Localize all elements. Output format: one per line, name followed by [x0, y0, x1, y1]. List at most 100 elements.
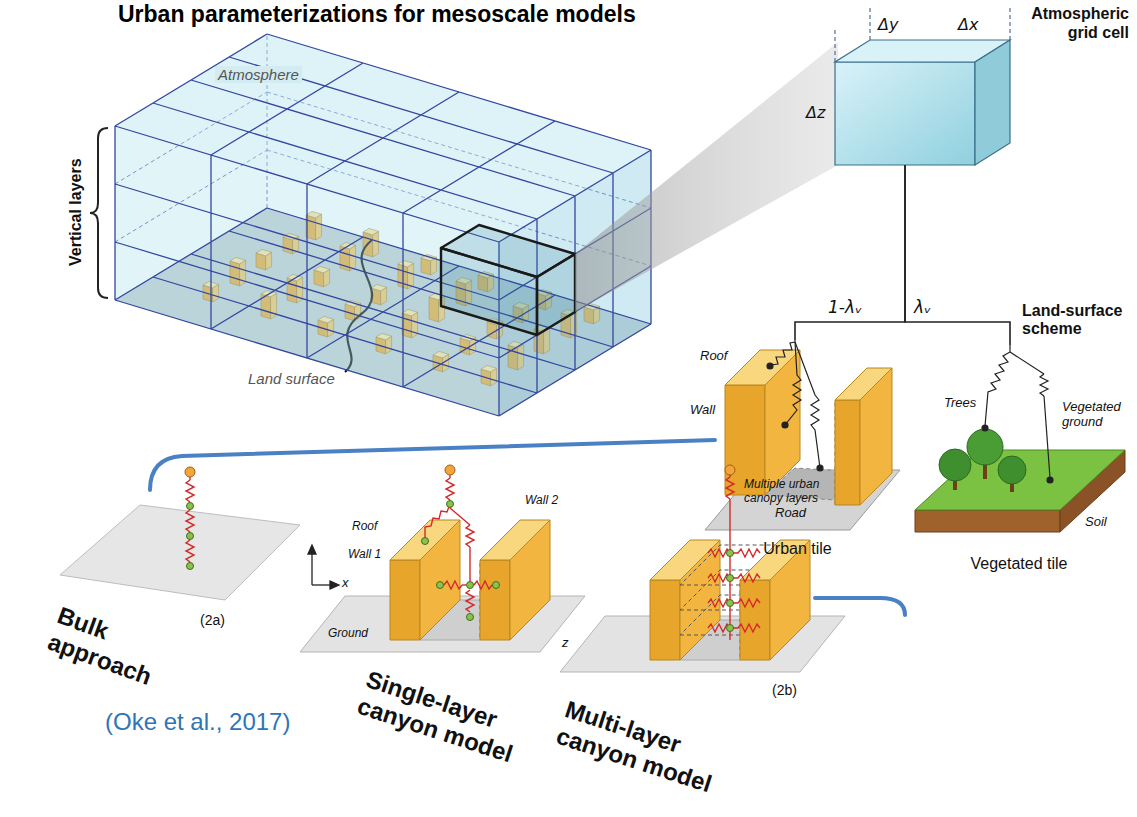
vegetation-resistors — [982, 345, 1053, 483]
single-layer-art-part-part — [444, 581, 462, 589]
node-text: Urban tile — [763, 539, 831, 558]
urban-resistors-part — [767, 363, 773, 369]
node-text: Atmospheric grid cell — [1017, 4, 1129, 42]
single-layer-art-part-part — [312, 584, 332, 585]
multi-layer-art-part-part — [708, 574, 760, 582]
blue-bracket-part — [150, 440, 715, 490]
label: (2a) — [200, 612, 225, 628]
tree-connector — [795, 165, 905, 340]
single-layer-art-part — [390, 520, 460, 560]
urban-tile-art — [705, 350, 900, 530]
highlight-cell — [441, 225, 575, 335]
tile-node: Atmospheric grid cell — [830, 0, 1133, 165]
vegetation-resistors-part — [1010, 352, 1044, 374]
single-layer-art-part-part — [469, 547, 470, 581]
grid-cell-cube-part — [835, 62, 975, 165]
bulk-approach-art-part-part — [186, 480, 194, 502]
grid-box — [115, 34, 651, 416]
single-layer-art-part-part — [467, 614, 474, 621]
highlight-cell-part — [537, 254, 575, 335]
multi-layer-art-part — [740, 580, 770, 660]
single-layer-art-part-part — [467, 582, 474, 589]
vegetated-tile-art-part — [998, 456, 1026, 484]
tile-node: Vegetated tile — [905, 345, 1133, 577]
single-layer-art-part-part — [425, 504, 450, 540]
single-layer-art-part-part — [462, 584, 466, 585]
label: Soil — [1085, 515, 1107, 530]
vegetation-resistors-part — [1047, 477, 1053, 483]
single-layer-art-part-part — [466, 590, 474, 612]
grid-cell-cube-part — [835, 8, 1010, 62]
rotated-label: Vertical layers — [67, 149, 85, 275]
single-layer-art-part-part — [308, 545, 316, 554]
urban-resistors-part — [785, 342, 801, 425]
label: Wall 2 — [525, 494, 558, 508]
label: Multiple urban canopy layers — [744, 478, 830, 506]
single-layer-art-part-part — [466, 525, 474, 547]
bulk-approach-art-part — [60, 505, 300, 600]
label: Roof — [352, 520, 377, 534]
multi-layer-art-part-part — [727, 575, 734, 582]
vegetation-resistors-part — [1040, 374, 1048, 396]
label: Roof — [700, 349, 727, 364]
edge-label: 1-λᵥ — [828, 298, 862, 317]
label: z — [562, 636, 569, 651]
multi-layer-art-part-part — [727, 625, 734, 632]
single-layer-art-part — [445, 465, 455, 475]
single-layer-art-part — [308, 545, 339, 589]
edge-label: λᵥ — [914, 298, 931, 317]
label: Δx — [958, 16, 978, 34]
urban-resistors-part — [770, 340, 795, 365]
single-layer-art-part-part — [474, 581, 492, 589]
urban-tile-art-part — [835, 400, 860, 505]
bulk-approach-art-part — [186, 477, 194, 562]
rotated-label: Single-layer canyon model — [354, 665, 557, 778]
rotated-label: Bulk approach — [44, 601, 185, 697]
label: Wall — [690, 403, 715, 418]
label: (Oke et al., 2017) — [105, 708, 290, 736]
urban-resistors-part — [782, 422, 788, 428]
urban-resistors-part — [795, 342, 820, 468]
bulk-approach-art — [60, 467, 300, 600]
single-layer-art-part-part — [422, 538, 429, 545]
blue-bracket-part — [815, 598, 905, 615]
urban-tile-art-part — [835, 368, 892, 400]
bulk-approach-art-part — [187, 563, 194, 570]
vegetated-tile-art-part — [915, 510, 1060, 532]
label: x — [342, 576, 349, 591]
single-layer-art-part-part — [447, 501, 454, 508]
vertical-layers-bracket — [90, 128, 108, 298]
single-layer-art-part-part — [450, 508, 470, 525]
label: Vegetated ground — [1062, 400, 1132, 430]
single-layer-art-part-part — [330, 581, 339, 589]
multi-layer-art-part-part — [727, 550, 734, 557]
urban-resistors — [767, 340, 823, 471]
tile-node: Urban tile — [700, 340, 895, 562]
single-layer-art-part-part — [493, 582, 500, 589]
grid-cell-cube — [835, 8, 1010, 165]
highlight-cell-part — [441, 248, 537, 335]
single-layer-art-part — [390, 560, 420, 640]
vegetated-tile-art-part — [939, 449, 971, 481]
tree-connector — [905, 165, 1010, 345]
multi-layer-art-part-part — [727, 600, 734, 607]
vegetated-tile-art-part — [915, 450, 1125, 510]
label: Trees — [944, 396, 976, 411]
multi-layer-art-part-part — [708, 624, 760, 632]
grid-faces — [115, 34, 651, 416]
rotated-label: Multi-layer canyon model — [553, 695, 756, 808]
single-layer-art-part — [480, 560, 510, 640]
label: Road — [775, 506, 806, 521]
multi-layer-art-part — [725, 465, 735, 475]
node-text: Vegetated tile — [971, 554, 1068, 573]
multi-layer-art — [560, 465, 845, 672]
multi-layer-art-part — [650, 540, 720, 580]
single-layer-art-part-part — [311, 552, 312, 585]
bulk-approach-art-part — [185, 467, 195, 477]
label: Δy — [878, 16, 898, 34]
zoom-cone — [575, 42, 838, 312]
bulk-approach-art-part — [187, 533, 194, 540]
bulk-approach-art-part-part — [186, 510, 194, 532]
multi-layer-art-part — [727, 550, 734, 632]
